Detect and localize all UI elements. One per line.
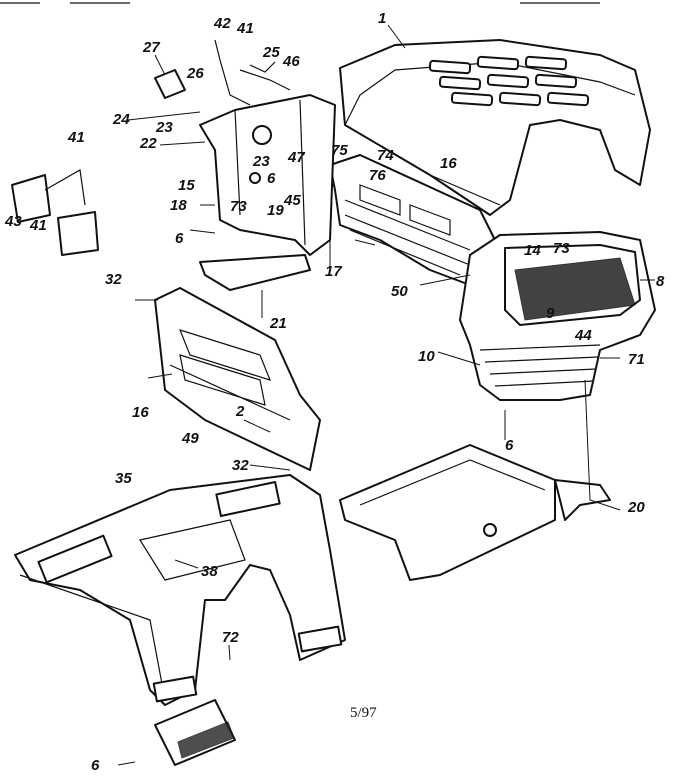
callout-6c: 6: [505, 437, 514, 454]
callout-49: 49: [181, 430, 199, 447]
callout-46: 46: [282, 53, 300, 70]
chassis-frame-part: [339, 444, 611, 581]
seat-pan-part: [14, 474, 346, 706]
callout-26: 26: [186, 65, 204, 82]
leader-lines: [117, 24, 655, 766]
callout-50: 50: [391, 283, 408, 300]
callout-17: 17: [325, 263, 342, 280]
callout-16a: 16: [440, 155, 457, 172]
callout-44: 44: [574, 327, 592, 344]
callout-73b: 73: [553, 240, 570, 257]
callout-2: 2: [235, 403, 245, 420]
callout-75: 75: [331, 142, 348, 159]
callout-8: 8: [656, 273, 665, 290]
callout-14: 14: [524, 242, 541, 259]
callout-72: 72: [222, 629, 239, 646]
callout-9: 9: [546, 305, 555, 322]
callout-74: 74: [377, 147, 394, 164]
callout-21: 21: [269, 315, 287, 332]
callout-32a: 32: [105, 271, 122, 288]
callout-15: 15: [178, 177, 195, 194]
callout-43: 43: [4, 213, 22, 230]
callout-42: 42: [213, 15, 231, 32]
callout-18: 18: [170, 197, 187, 214]
callout-6a: 6: [267, 170, 276, 187]
front-grille-part: [459, 231, 656, 401]
callout-71: 71: [628, 351, 645, 368]
callout-1: 1: [378, 10, 386, 27]
callout-76: 76: [369, 167, 386, 184]
callout-24: 24: [112, 111, 130, 128]
callout-20: 20: [627, 499, 645, 516]
callout-45: 45: [283, 192, 301, 209]
left-bracket-part: [11, 169, 99, 256]
callout-32b: 32: [232, 457, 249, 474]
dash-console-part: [199, 94, 336, 291]
callout-23: 23: [155, 119, 173, 136]
callout-6b: 6: [175, 230, 184, 247]
callout-41b: 41: [67, 129, 85, 146]
callout-35: 35: [115, 470, 132, 487]
callout-38: 38: [201, 563, 218, 580]
callout-16b: 16: [132, 404, 149, 421]
callout-41: 41: [236, 20, 254, 37]
callout-19: 19: [267, 202, 284, 219]
side-panel-part: [329, 154, 501, 286]
callout-labels: 1 42 41 27 25 46 26 24 23 22 23 6 47 75 …: [4, 10, 665, 774]
callout-41c: 41: [29, 217, 47, 234]
dash-panel-part: [154, 287, 321, 471]
callout-47: 47: [287, 149, 305, 166]
bottom-bracket-part: [154, 699, 236, 766]
page-number: 5/97: [350, 705, 377, 721]
hood-part: [339, 39, 651, 216]
callout-73a: 73: [230, 198, 247, 215]
callout-23b: 23: [252, 153, 270, 170]
ignition-hardware: [154, 39, 291, 106]
callout-6d: 6: [91, 757, 100, 774]
callout-22: 22: [139, 135, 157, 152]
callout-10: 10: [418, 348, 435, 365]
callout-25: 25: [262, 44, 280, 61]
hood-vent-slots: [428, 55, 590, 107]
callout-27: 27: [142, 39, 160, 56]
